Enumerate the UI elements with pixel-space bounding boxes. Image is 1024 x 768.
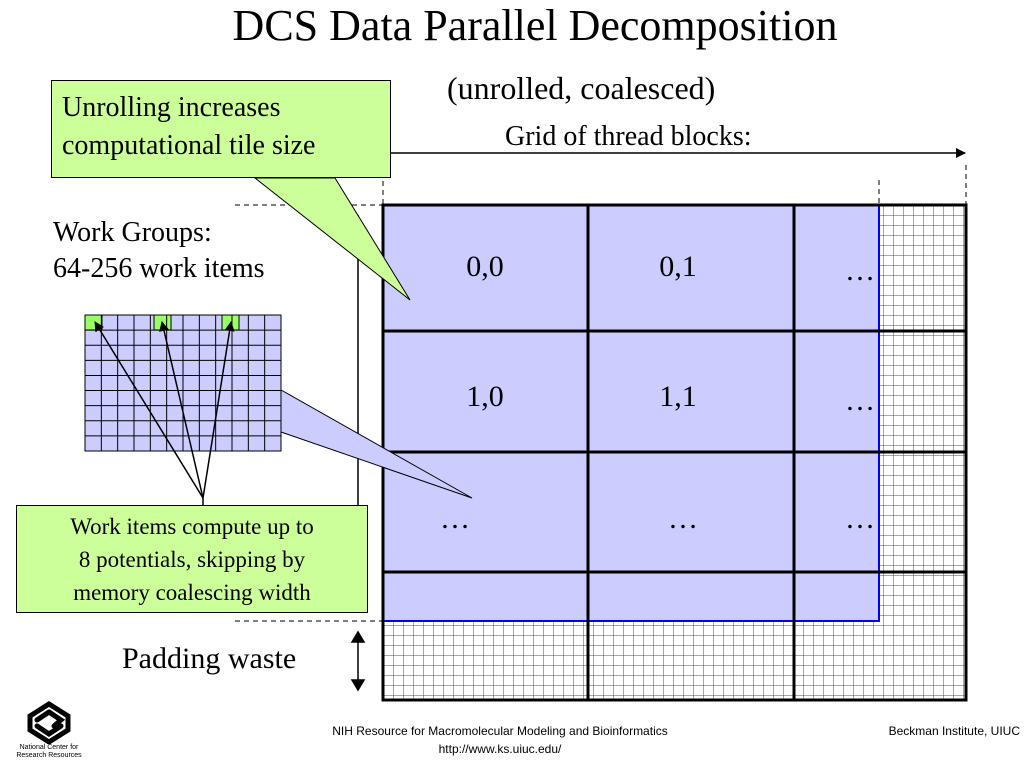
work-groups-label: Work Groups: 64-256 work items (53, 217, 265, 284)
work-group-pointer (280, 389, 473, 499)
block-label: … (668, 502, 698, 535)
padding-waste-label: Padding waste (122, 642, 297, 675)
padding-double-arrow (350, 630, 366, 692)
block-label: 0,1 (659, 250, 697, 283)
logo-text: National Center for Research Resources (16, 744, 82, 759)
footer-institute: Beckman Institute, UIUC (888, 724, 1020, 738)
callout-unrolling-tail (253, 177, 411, 301)
block-label: … (845, 254, 875, 287)
block-label: 1,1 (659, 380, 697, 413)
slide-subtitle: (unrolled, coalesced) (447, 70, 716, 106)
ncrr-logo-icon: National Center for Research Resources (14, 700, 84, 766)
ncrr-logo-mark (27, 701, 71, 745)
block-label: … (440, 502, 470, 535)
highlight-cell (84, 314, 103, 331)
block-label: … (845, 502, 875, 535)
footer-resource: NIH Resource for Macromolecular Modeling… (332, 724, 668, 756)
work-group-grid (84, 314, 282, 452)
block-labels: 0,0 0,1 … 1,0 1,1 … … … … (440, 250, 875, 535)
block-label: 0,0 (466, 250, 504, 283)
grid-label: Grid of thread blocks: (505, 121, 752, 152)
callout-work-items: Work items compute up to 8 potentials, s… (16, 505, 368, 613)
block-label: … (845, 384, 875, 417)
slide-title: DCS Data Parallel Decomposition (232, 1, 838, 50)
thread-block-grid (381, 203, 968, 702)
active-region (382, 204, 880, 622)
work-item-arrows (94, 321, 235, 506)
callout-unrolling: Unrolling increases computational tile s… (51, 80, 391, 178)
block-label: 1,0 (466, 380, 504, 413)
